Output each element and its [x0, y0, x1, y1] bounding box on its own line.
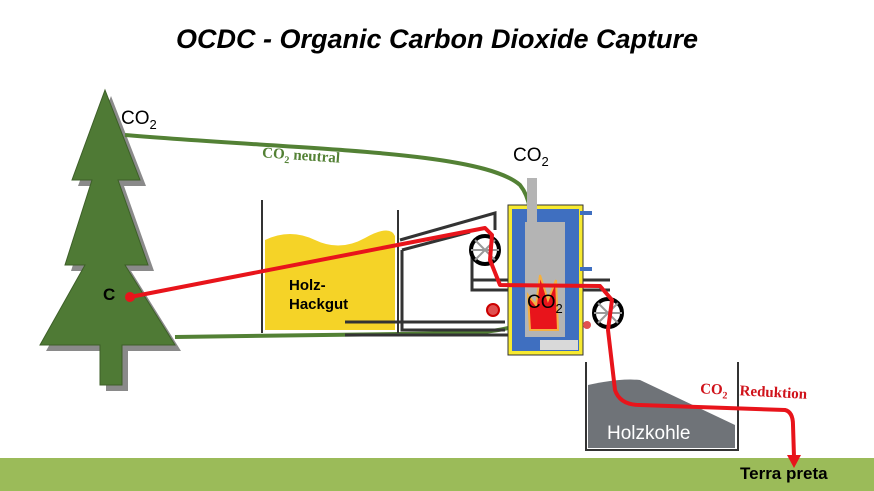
ground-bar: [0, 458, 874, 491]
burner-valve-right: [583, 321, 591, 329]
burner-valve-left: [486, 303, 500, 317]
ash-drawer: [540, 340, 578, 350]
wood-chips: [265, 230, 395, 330]
co2-furnace-label: CO2: [527, 292, 563, 316]
charcoal-bin: [585, 362, 739, 451]
carbon-label: C: [103, 285, 116, 304]
rotary-valve-1: [469, 234, 501, 266]
co2-chimney-label: CO2: [513, 145, 549, 169]
carbon-dot: [125, 292, 135, 302]
rotary-valve-2: [592, 297, 624, 329]
terra-preta-label: Terra preta: [740, 464, 828, 483]
carbon-flow-line: [129, 226, 796, 458]
tree-icon: [39, 88, 176, 386]
arrow-head-icon: [787, 455, 801, 468]
hopper-label: Holz-Hackgut: [289, 277, 349, 313]
charcoal-label: Holzkohle: [607, 423, 691, 444]
chimney: [527, 178, 537, 222]
charcoal-heap: [588, 379, 735, 448]
page-title: OCDC - Organic Carbon Dioxide Capture: [175, 24, 699, 54]
lower-conveyor: [345, 320, 520, 337]
co2-tree-label: CO2: [121, 108, 157, 132]
flame-icon: [526, 274, 560, 331]
